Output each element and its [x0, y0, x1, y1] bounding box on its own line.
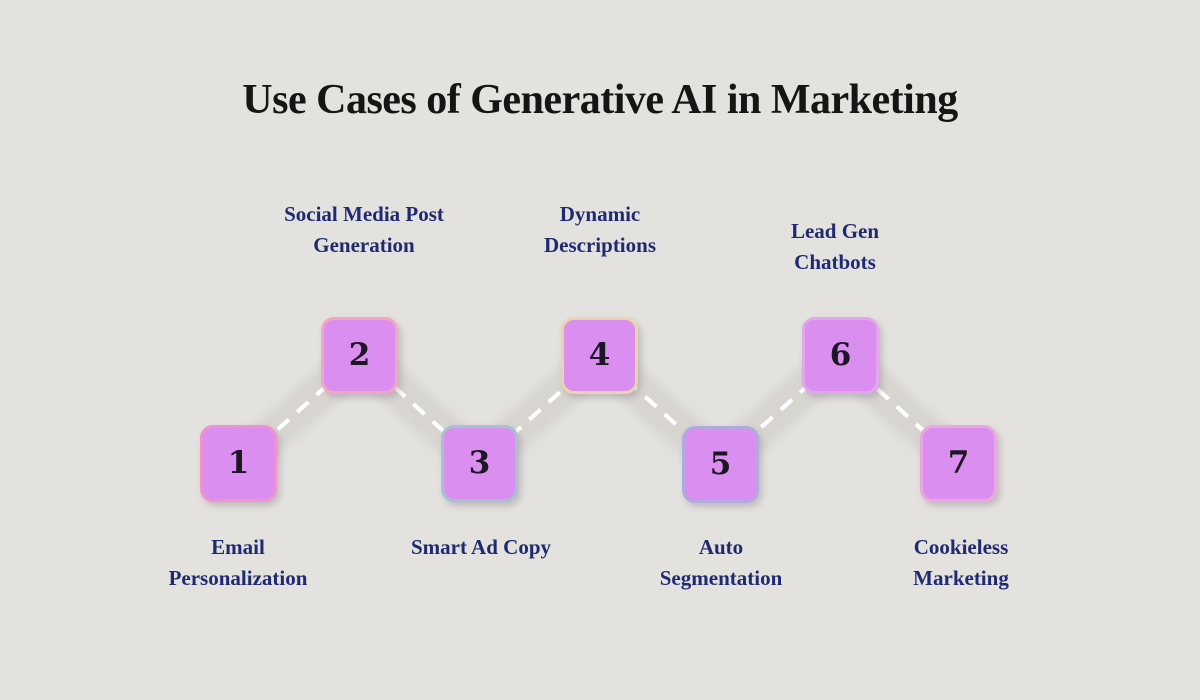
- step-number-6: 6: [829, 337, 852, 373]
- step-label-smart-ad-copy: Smart Ad Copy: [341, 532, 621, 563]
- step-number-5: 5: [709, 446, 732, 482]
- label-line: Email: [211, 535, 265, 559]
- step-number-1: 1: [227, 445, 250, 481]
- label-line: Auto: [698, 535, 744, 559]
- label-line: Chatbots: [794, 250, 876, 274]
- step-label-email-personalization: Email Personalization: [98, 532, 378, 594]
- label-line: Generation: [313, 233, 415, 257]
- label-line: Social Media Post: [284, 202, 444, 226]
- label-line: Segmentation: [659, 566, 783, 590]
- label-line: Personalization: [168, 566, 308, 590]
- step-box-3: 3: [441, 425, 518, 502]
- step-box-4: 4: [561, 317, 638, 394]
- step-number-7: 7: [947, 445, 970, 481]
- step-label-cookieless-marketing: Cookieless Marketing: [821, 532, 1101, 594]
- step-label-lead-gen-chatbots: Lead Gen Chatbots: [695, 216, 975, 278]
- step-box-6: 6: [802, 317, 879, 394]
- step-number-3: 3: [468, 445, 491, 481]
- step-box-5: 5: [682, 426, 759, 503]
- step-box-7: 7: [920, 425, 997, 502]
- step-box-1: 1: [200, 425, 277, 502]
- label-line: Lead Gen: [790, 219, 880, 243]
- step-box-2: 2: [321, 317, 398, 394]
- label-line: Marketing: [913, 566, 1009, 590]
- step-label-dynamic-descriptions: Dynamic Descriptions: [460, 199, 740, 261]
- step-label-social-media-post-generation: Social Media Post Generation: [224, 199, 504, 261]
- step-number-4: 4: [588, 337, 611, 373]
- label-line: Cookieless: [913, 535, 1009, 559]
- page-title: Use Cases of Generative AI in Marketing: [242, 77, 958, 123]
- label-line: Dynamic: [559, 202, 641, 226]
- step-number-2: 2: [348, 337, 371, 373]
- step-label-auto-segmentation: Auto Segmentation: [581, 532, 861, 594]
- label-line: Smart Ad Copy: [410, 535, 552, 559]
- label-line: Descriptions: [544, 233, 656, 257]
